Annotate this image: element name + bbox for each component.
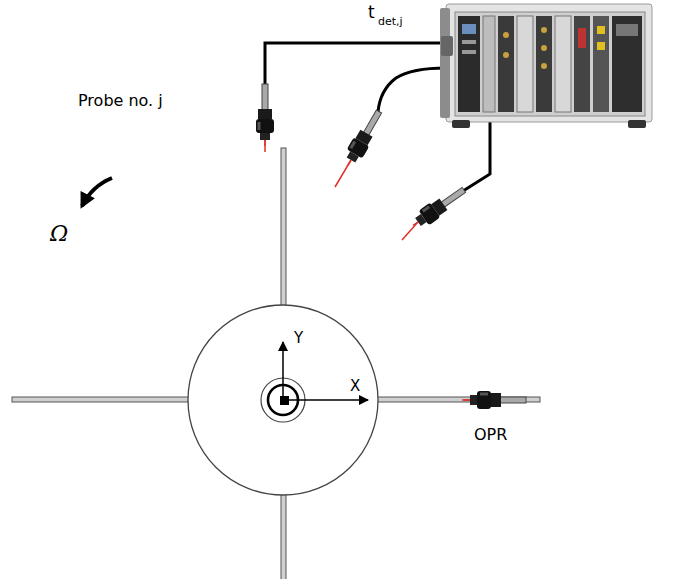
probe-label: Probe no. j	[78, 92, 163, 110]
blade	[281, 148, 286, 306]
axis-label: X	[350, 378, 360, 395]
opr-sensor	[464, 391, 526, 409]
sensor-label: OPR	[474, 426, 507, 444]
signal-subscript: det,j	[378, 16, 403, 28]
probe-sensor	[340, 107, 387, 170]
laser-beam	[335, 160, 351, 187]
rotation-symbol: Ω	[50, 222, 68, 246]
signal-cable	[463, 122, 490, 191]
laser-beam	[264, 140, 266, 152]
pxi-chassis	[440, 4, 652, 128]
laser-beam	[402, 222, 418, 240]
axis-label: Y	[294, 330, 303, 347]
laser-beam	[462, 399, 470, 401]
disk	[188, 305, 378, 495]
probe-sensor	[408, 183, 469, 233]
signal-cable	[265, 43, 446, 84]
y-axis	[282, 342, 284, 400]
probe-sensor	[256, 84, 274, 146]
x-axis	[283, 399, 368, 401]
rotation-arrow	[82, 178, 112, 206]
blade	[281, 492, 286, 579]
signal-symbol: t	[368, 3, 375, 22]
blade	[12, 397, 189, 402]
signal-cable	[378, 68, 446, 112]
